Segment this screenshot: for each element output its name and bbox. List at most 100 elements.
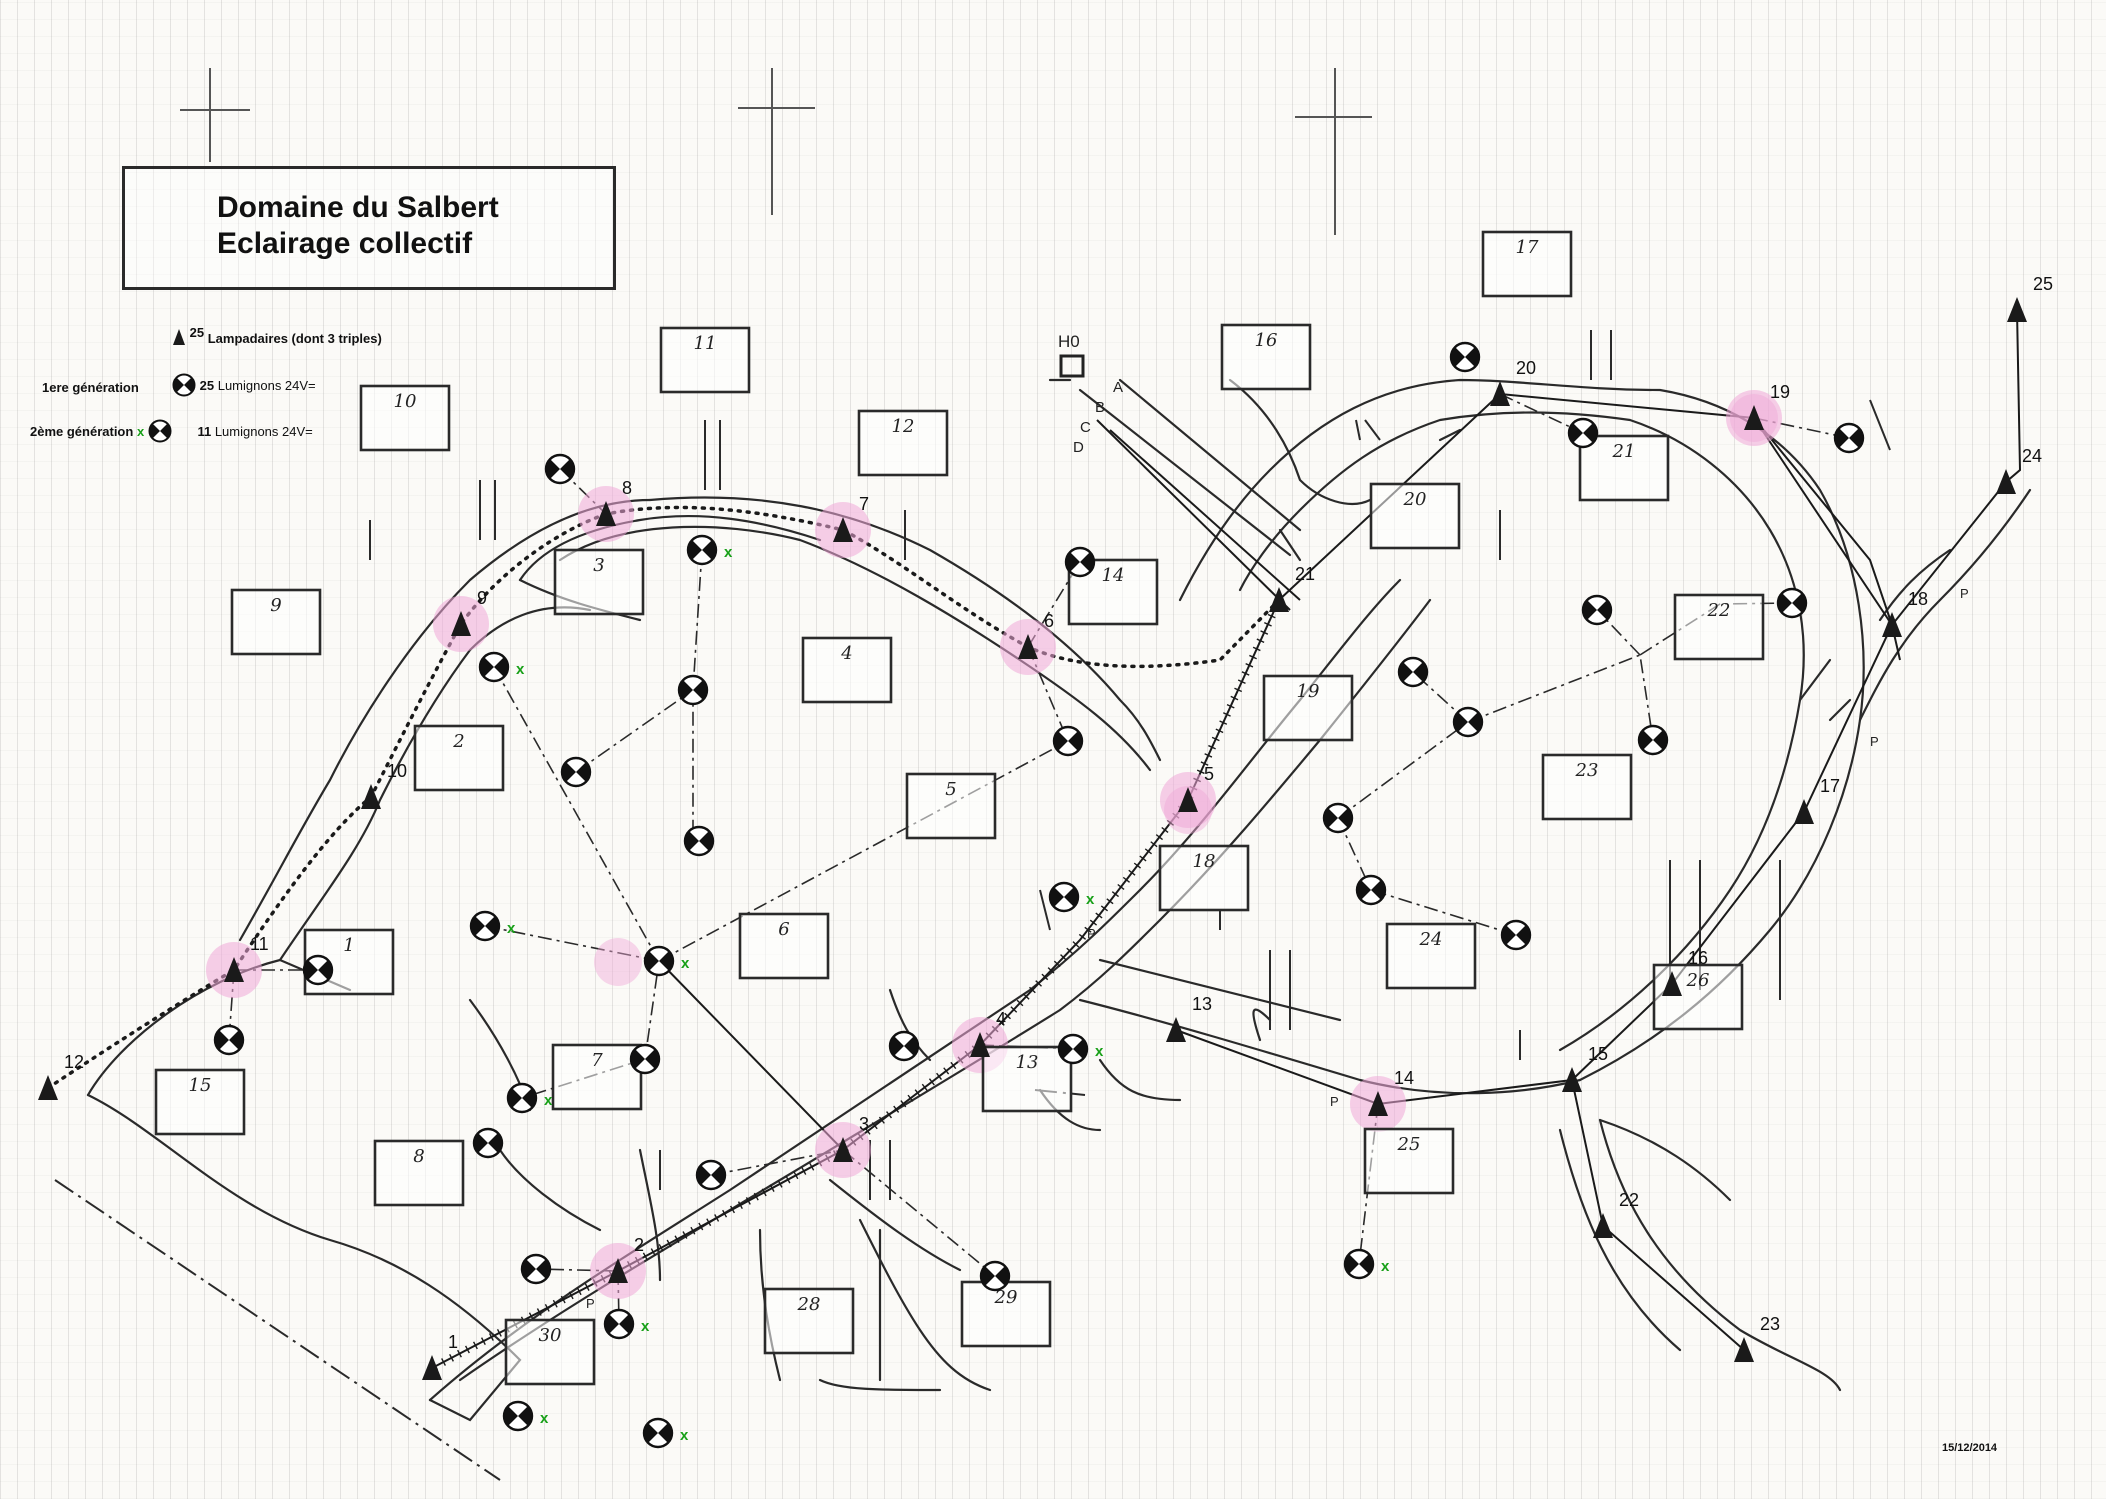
- parking-label: P: [1330, 1094, 1339, 1109]
- hatch-tick: [1133, 862, 1142, 869]
- parking-marks: P P P P P: [586, 586, 1969, 1311]
- hatch-tick: [642, 1252, 648, 1261]
- house-number: 8: [413, 1146, 424, 1167]
- hatch-tick: [1234, 687, 1243, 693]
- house-outline: [659, 326, 751, 394]
- legend-lamp-count: 25: [189, 325, 205, 340]
- hatch-tick: [544, 1304, 550, 1312]
- lampadaire-24: 24: [1996, 446, 2042, 494]
- hatch-tick: [1208, 744, 1216, 750]
- house-number: 20: [1403, 489, 1427, 510]
- house-number: 4: [840, 643, 852, 664]
- parking-label: P: [1960, 586, 1969, 601]
- lumignon: [1500, 919, 1532, 951]
- lampadaire-number: 23: [1760, 1314, 1780, 1334]
- house-number: 24: [1419, 929, 1443, 950]
- legend-gen1: 25 Lumignons 24V=: [172, 373, 316, 397]
- lumignon: [1449, 341, 1481, 373]
- lumignon: [1776, 587, 1808, 619]
- hatch-tick: [674, 1235, 680, 1244]
- hatch-tick: [1241, 671, 1250, 676]
- lumignon: [302, 954, 334, 986]
- lampadaire-13: 13: [1166, 994, 1212, 1042]
- lumignon: [677, 674, 709, 706]
- gen2-mark: x: [1086, 891, 1095, 908]
- house-outline: [1363, 1127, 1455, 1195]
- lamp-icon: [1734, 1337, 1754, 1362]
- lumignon-sectors: [1582, 600, 1612, 620]
- hatch-tick: [1095, 912, 1103, 919]
- hatch-tick: [1161, 826, 1169, 833]
- hatch-tick: [886, 1111, 893, 1119]
- lumignon: x: [686, 534, 733, 566]
- house-number: 28: [797, 1294, 821, 1315]
- lampadaire-number: 1: [448, 1332, 458, 1352]
- legend-gen1-count: 25: [199, 378, 215, 393]
- lumignon-sectors: [1568, 423, 1598, 443]
- lampadaire-number: 6: [1044, 611, 1054, 631]
- lumignon: [1052, 725, 1084, 757]
- legend-lampadaires: 25 Lampadaires (dont 3 triples): [172, 325, 382, 346]
- house-outline: [553, 548, 645, 616]
- lampadaire-6: 6: [1018, 611, 1054, 659]
- house-30: 30: [504, 1318, 596, 1386]
- house-outline: [981, 1045, 1073, 1113]
- legend-gen2-count: 11: [197, 424, 212, 439]
- lumignon: [695, 1159, 727, 1191]
- lampadaire-8: 8: [596, 478, 632, 526]
- lumignon: x: [502, 1400, 549, 1432]
- hatch-tick: [1245, 662, 1254, 668]
- lampadaire-14: 14: [1368, 1068, 1414, 1116]
- house-number: 11: [694, 333, 717, 354]
- lamp-icon: [1490, 381, 1510, 406]
- hatch-tick: [801, 1167, 807, 1175]
- lamp-icon: [1018, 634, 1038, 659]
- lumignon: x: [1343, 1248, 1390, 1280]
- lampadaire-3: 3: [833, 1114, 869, 1162]
- lampadaire-number: 8: [622, 478, 632, 498]
- map-title: Domaine du Salbert: [217, 191, 499, 224]
- hatch-tick: [1128, 869, 1136, 876]
- legend-gen1-text: Lumignons 24V=: [217, 378, 316, 393]
- hatch-tick: [1047, 967, 1055, 974]
- lampadaire-number: 15: [1588, 1044, 1608, 1064]
- hatch-tick: [457, 1349, 462, 1358]
- lampadaire-number: 7: [859, 494, 869, 514]
- hatch-tick: [1219, 720, 1228, 725]
- lampadaire-12: 12: [38, 1052, 84, 1100]
- lumignon-sectors: [214, 1030, 244, 1050]
- lampadaire-19: 19: [1744, 382, 1790, 430]
- lumignon-sectors: [1058, 1039, 1088, 1059]
- lampadaire-number: 12: [64, 1052, 84, 1072]
- gen2-mark: x: [544, 1092, 553, 1109]
- hatch-tick: [900, 1100, 907, 1108]
- house-number: 1: [343, 935, 354, 956]
- house-25: 25: [1363, 1127, 1455, 1195]
- house-number: 29: [994, 1287, 1018, 1308]
- lamp-icon: [451, 611, 471, 636]
- hatch-tick: [1260, 630, 1269, 635]
- lumignon-sectors: [1450, 347, 1480, 367]
- hatch-tick: [729, 1205, 736, 1214]
- hatch-tick: [536, 1308, 542, 1316]
- house-3: 3: [553, 548, 645, 616]
- lamp-icon: [1368, 1091, 1388, 1116]
- hatch-tick: [472, 1341, 478, 1350]
- lumignon: x: [1048, 881, 1095, 913]
- lumignon: [979, 1260, 1011, 1292]
- lamp-icon: [1269, 587, 1289, 612]
- lumignon: [683, 825, 715, 857]
- lampadaire-number: 14: [1394, 1068, 1414, 1088]
- hatch-tick: [1200, 761, 1209, 766]
- lumignon-sectors: [643, 1423, 673, 1443]
- lumignon-icon: [172, 373, 196, 397]
- house-9: 9: [230, 588, 322, 656]
- lumignon: [1322, 802, 1354, 834]
- lamp-icon: [38, 1075, 58, 1100]
- house-28: 28: [763, 1287, 855, 1355]
- lampadaire-number: 18: [1908, 589, 1928, 609]
- lamp-icon: [2007, 297, 2027, 322]
- house-2: 2: [413, 724, 505, 792]
- house-number: 7: [591, 1050, 603, 1071]
